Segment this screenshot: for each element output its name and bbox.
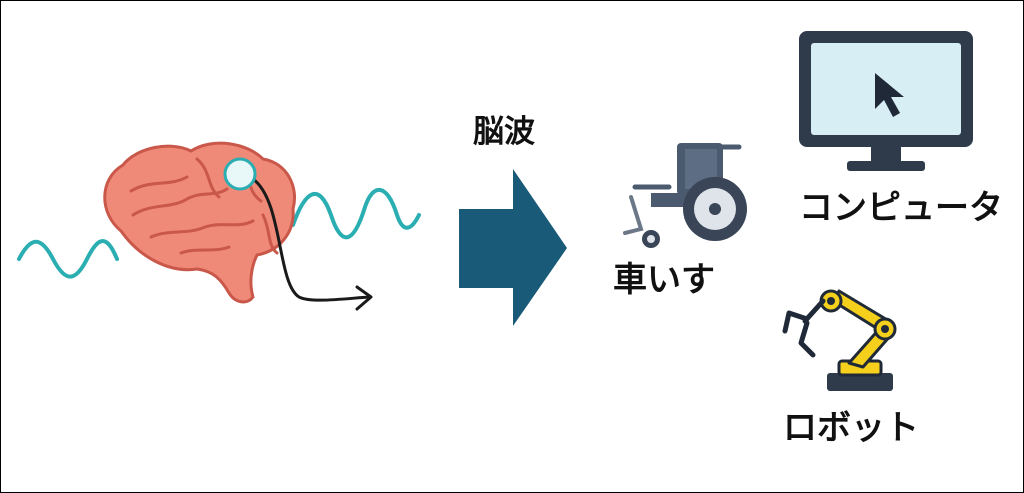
robot-label: ロボット bbox=[783, 408, 919, 448]
computer-label: コンピュータ bbox=[799, 188, 1003, 228]
wheelchair-icon bbox=[623, 143, 747, 248]
brainwave-left bbox=[17, 239, 119, 279]
right-arrow-icon bbox=[459, 169, 567, 326]
brain-icon bbox=[103, 141, 296, 304]
wire-arrowhead bbox=[355, 285, 373, 311]
electrode-icon bbox=[223, 157, 257, 191]
brainwave-label: 脳波 bbox=[473, 114, 535, 150]
robot-arm-icon bbox=[782, 289, 897, 391]
electrode-wire bbox=[251, 177, 371, 302]
brainwave-right bbox=[291, 187, 421, 240]
wheelchair-label: 車いす bbox=[613, 260, 715, 300]
cursor-icon bbox=[875, 73, 904, 117]
